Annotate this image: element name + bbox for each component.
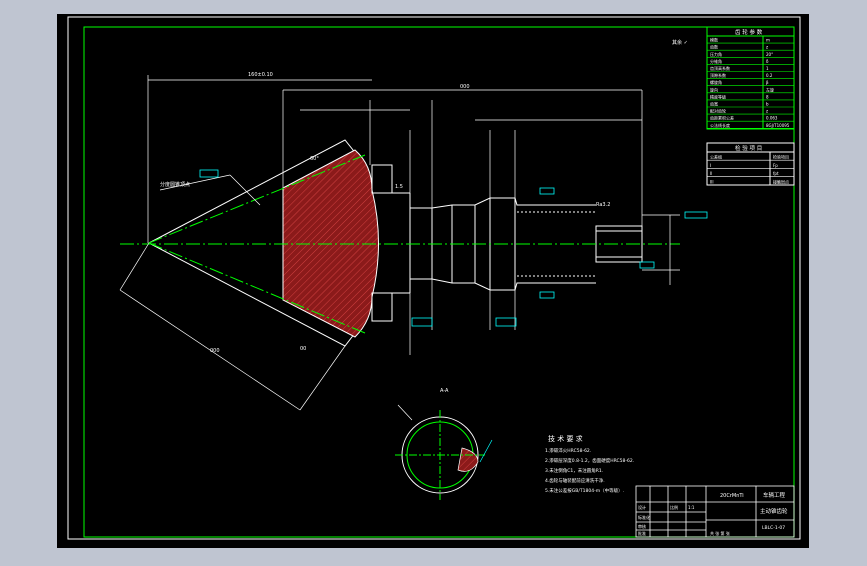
dim-bottom-diag: 00: [300, 346, 306, 352]
designer-label: 设计: [638, 504, 646, 510]
params-row-name: 精度等级: [710, 93, 726, 99]
dimension-texts: 160±0.10 000 1.5 Ra3.2 60° 00 000 分度圆锥顶点…: [160, 39, 688, 394]
params-row-name: 公法线长度: [710, 122, 730, 128]
school: 车辆工程: [763, 491, 786, 499]
params-table-title: 齿 轮 参 数: [735, 28, 763, 36]
inspection-row-value: Fp: [773, 163, 778, 168]
title-block: [635, 485, 795, 538]
tech-note-1: 1.渗碳淬火HRC58-62.: [545, 447, 591, 454]
approval-label: 批准: [638, 530, 646, 536]
params-row-name: 齿数: [710, 44, 718, 50]
params-row-name: 压力角: [710, 51, 722, 57]
dim-angle: 60°: [310, 156, 319, 162]
params-row-value: 20°: [766, 52, 773, 57]
params-row-name: 齿顶高系数: [710, 65, 730, 71]
params-row-value: 8: [766, 94, 769, 99]
inspection-row-name: I: [710, 163, 711, 168]
dim-right-callout: Ra3.2: [596, 202, 610, 208]
params-row-value: 左旋: [766, 86, 774, 92]
tech-note-3: 3.未注倒角C1，未注圆角R1.: [545, 467, 603, 474]
inspection-row-value: 检验项目: [773, 154, 789, 160]
params-row-name: 齿宽: [710, 101, 718, 107]
inspection-row-name: II: [710, 171, 712, 176]
params-row-value: 1: [766, 66, 769, 71]
inspection-row-value: fpt: [773, 171, 779, 176]
label-left-callout: 分度圆锥顶点: [160, 181, 190, 188]
params-row-value: m: [766, 38, 770, 43]
params-row-value: δ: [766, 59, 769, 64]
material: 20CrMnTi: [720, 493, 744, 499]
params-row-value: b: [766, 102, 769, 107]
params-row-name: 模数: [710, 37, 718, 43]
dim-bottom-diag2: 000: [210, 348, 220, 354]
drawing-no: LBLC-1-07: [762, 525, 785, 531]
params-row-name: 顶隙系数: [710, 72, 726, 78]
section-view: [395, 404, 493, 500]
params-row-value: 8GJ/T10095: [766, 123, 790, 128]
params-row-value: β: [766, 80, 769, 85]
tech-note-5: 5.未注公差按GB/T1804-m（中等级）.: [545, 487, 624, 494]
checker-label: 审核: [638, 523, 646, 529]
params-row-name: 齿距累积公差: [710, 115, 734, 121]
tech-note-4: 4.齿轮与轴装配前应清洗干净.: [545, 477, 605, 484]
drawing-sheet: [57, 14, 809, 548]
technical-notes: 技 术 要 求 1.渗碳淬火HRC58-62. 2.渗碳层深度0.8-1.2，齿…: [545, 434, 634, 494]
params-row-value: z: [766, 109, 768, 114]
standard-label: 标准化: [638, 514, 650, 520]
params-row-name: 分锥角: [710, 58, 722, 64]
dim-top-outer: 160±0.10: [248, 72, 273, 78]
params-row-name: 螺旋角: [710, 79, 722, 85]
scale-value: 1:1: [688, 505, 695, 510]
params-row-value: 0.063: [766, 116, 778, 121]
roughness-note: 其余 ✓: [672, 39, 688, 46]
tech-notes-title: 技 术 要 求: [548, 434, 583, 443]
dimension-lines: [119, 75, 680, 411]
params-row-name: 旋向: [710, 86, 718, 92]
dim-small: 1.5: [395, 184, 403, 190]
params-row-name: 配对齿轮: [710, 108, 726, 114]
scale-label: 比例: [670, 504, 678, 510]
inspection-row-value: 接触斑点: [773, 178, 789, 184]
inspection-row-name: III: [710, 179, 714, 184]
part-name: 主动锥齿轮: [760, 507, 788, 515]
inspection-table-title: 检 验 项 目: [735, 144, 762, 152]
center-lines: [120, 154, 680, 334]
params-row-value: z: [766, 45, 768, 50]
inner-frame: [83, 26, 795, 538]
keyway-hatch: [457, 447, 479, 472]
params-table: 模数 m 齿数 z 压力角 20° 分锥角 δ 齿顶高系数 1 顶隙系数 0.2 螺旋角 β 旋向 左旋精度等…: [706, 26, 795, 130]
outer-border: [67, 16, 801, 540]
section-title: A-A: [440, 388, 449, 394]
sheet-label: 共 张 第 张: [710, 530, 730, 536]
tech-note-2: 2.渗碳层深度0.8-1.2，齿面硬度HRC58-62.: [545, 457, 634, 464]
params-row-value: 0.2: [766, 73, 773, 78]
title-block-texts: 20CrMnTi 车辆工程 主动锥齿轮 LBLC-1-07 设计 比例 1:1 …: [638, 491, 788, 536]
dim-top-length: 000: [460, 84, 470, 90]
section-marks: [199, 169, 708, 327]
inspection-row-name: 公差组: [710, 154, 722, 160]
